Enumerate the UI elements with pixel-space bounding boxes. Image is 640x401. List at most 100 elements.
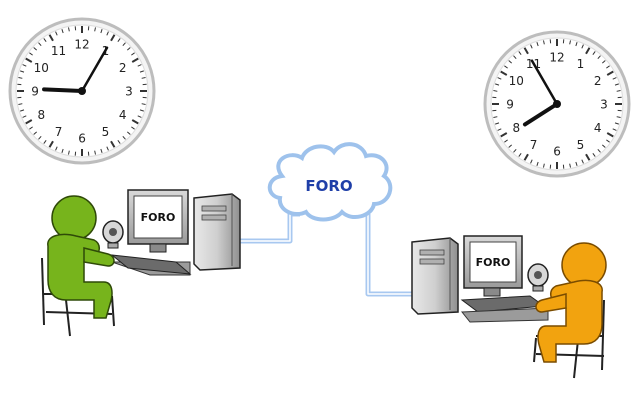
lc-tick: [131, 126, 135, 130]
network-cables: [240, 211, 412, 297]
rc-tick: [518, 153, 522, 157]
left-person-body: [47, 233, 113, 319]
rc-tick: [606, 139, 610, 143]
lc-tick: [55, 31, 58, 36]
rc-numeral: 12: [549, 51, 564, 65]
rc-numeral: 10: [509, 74, 524, 88]
lc-numeral: 5: [102, 125, 110, 139]
lc-tick: [131, 57, 139, 63]
rc-tick: [606, 132, 614, 138]
rc-tick: [601, 60, 606, 64]
left-cable: [240, 211, 300, 244]
right-clock: 121234567891011: [483, 30, 631, 178]
rc-tick: [612, 128, 617, 131]
rc-tick: [523, 153, 529, 161]
left-clock-hour-hand: [42, 87, 84, 93]
lc-tick: [137, 64, 142, 67]
lc-numeral: 9: [31, 85, 39, 99]
lc-tick: [61, 148, 64, 153]
rc-tick: [581, 44, 584, 49]
rc-tick: [513, 148, 517, 153]
lc-tick: [33, 47, 38, 51]
rc-tick: [504, 65, 508, 69]
rc-tick: [616, 90, 621, 92]
lc-tick: [48, 34, 54, 42]
rc-tick: [497, 77, 502, 80]
lc-tick: [141, 77, 146, 79]
lc-tick: [33, 131, 38, 135]
right-cable: [365, 214, 412, 297]
lc-numeral: 12: [74, 38, 89, 52]
lc-tick: [117, 140, 121, 144]
rc-tick: [543, 163, 545, 168]
right-monitor: FORO: [463, 235, 523, 297]
lc-tick: [141, 103, 146, 105]
lc-tick: [126, 47, 131, 51]
right-person: [535, 242, 607, 363]
rc-tick: [581, 159, 584, 164]
lc-numeral: 4: [119, 108, 127, 122]
rc-numeral: 2: [594, 74, 602, 88]
left-clock-center: [78, 87, 86, 95]
rc-tick: [585, 47, 591, 55]
right-webcam: [527, 263, 549, 292]
lc-tick: [20, 70, 25, 73]
left-clock: 121234567891011: [8, 17, 156, 165]
right-desk: [460, 307, 549, 323]
lc-numeral: 10: [34, 61, 49, 75]
rc-tick: [569, 163, 571, 168]
left-person-head: [51, 195, 97, 241]
rc-tick: [585, 153, 591, 161]
left-keyboard: [110, 254, 192, 275]
lc-tick: [22, 115, 27, 118]
lc-tick: [29, 52, 33, 56]
rc-tick: [592, 153, 596, 157]
rc-tick: [575, 42, 578, 47]
rc-tick: [543, 40, 545, 45]
rc-numeral: 8: [512, 121, 520, 135]
rc-tick: [601, 144, 606, 148]
right-person-body: [537, 279, 603, 363]
rc-tick: [518, 51, 522, 55]
rc-tick: [616, 116, 621, 118]
lc-tick: [139, 109, 144, 112]
lc-numeral: 11: [51, 44, 66, 58]
lc-numeral: 6: [78, 132, 86, 146]
lc-tick: [126, 131, 131, 135]
left-person: [47, 195, 115, 319]
rc-tick: [606, 65, 610, 69]
rc-tick: [493, 116, 498, 118]
left-webcam: [102, 220, 124, 249]
lc-tick: [43, 140, 47, 144]
lc-numeral: 2: [119, 61, 127, 75]
lc-tick: [131, 52, 135, 56]
right-clock-ticks: [492, 39, 622, 169]
lc-numeral: 3: [125, 85, 133, 99]
lc-tick: [94, 150, 96, 155]
cloud-label: FORO: [305, 177, 352, 195]
rc-numeral: 6: [553, 145, 561, 159]
lc-tick: [100, 148, 103, 153]
rc-tick: [569, 40, 571, 45]
rc-tick: [606, 70, 614, 76]
lc-tick: [68, 150, 70, 155]
rc-tick: [592, 51, 596, 55]
lc-tick: [25, 119, 33, 125]
forum-cloud: FORO: [267, 142, 393, 222]
rc-tick: [504, 139, 508, 143]
lc-tick: [38, 42, 42, 47]
right-workstation: FORO: [411, 235, 607, 379]
rc-numeral: 3: [600, 98, 608, 112]
rc-tick: [508, 144, 513, 148]
rc-numeral: 4: [594, 121, 602, 135]
left-person-arm: [83, 247, 115, 267]
left-computer-tower: [193, 193, 241, 271]
right-clock-minute-hand: [530, 59, 559, 106]
rc-tick: [530, 44, 533, 49]
rc-tick: [612, 77, 617, 80]
lc-tick: [48, 140, 54, 148]
left-monitor: FORO: [127, 189, 189, 253]
rc-tick: [597, 148, 601, 153]
lc-tick: [68, 27, 70, 32]
